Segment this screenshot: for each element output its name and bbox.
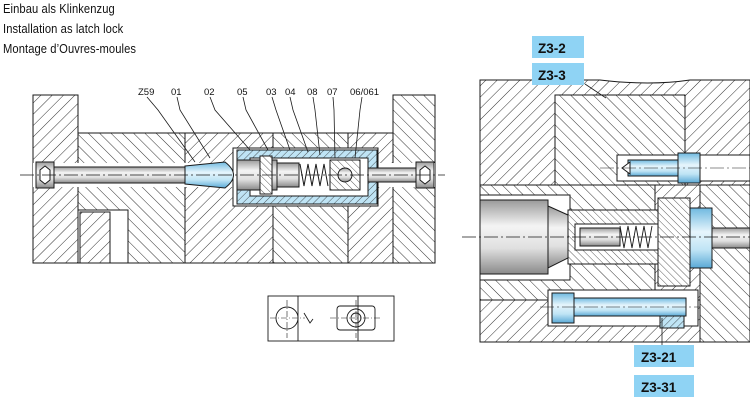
top-view-detail — [267, 295, 395, 342]
part-label-05: 05 — [237, 87, 248, 98]
badge-z3-2: Z3-2 — [538, 41, 566, 56]
part-label-04: 04 — [285, 87, 296, 98]
badge-z3-21: Z3-21 — [641, 350, 677, 365]
detail-section-view — [462, 79, 750, 345]
part-label-03: 03 — [266, 87, 277, 98]
part-label-z59: Z59 — [138, 87, 154, 98]
latch-block — [657, 197, 691, 287]
heading-de: Einbau als Klinkenzug — [3, 1, 115, 16]
part-label-06-061: 06/061 — [350, 87, 379, 98]
part-badges: Z3-2 Z3-3 Z3-21 Z3-31 — [532, 36, 694, 397]
heading-en: Installation as latch lock — [3, 21, 124, 36]
ejector-block — [79, 211, 111, 264]
badge-z3-31: Z3-31 — [641, 380, 677, 395]
badge-z3-21-bg — [634, 345, 694, 367]
part-label-02: 02 — [204, 87, 215, 98]
detail-spring — [619, 225, 653, 249]
badge-z3-3-bg — [532, 63, 584, 85]
part-label-01: 01 — [171, 87, 182, 98]
badge-z3-2-bg — [532, 36, 584, 58]
leader-lines — [146, 96, 363, 163]
part-label-08: 08 — [307, 87, 318, 98]
latch-blue-part — [689, 207, 713, 269]
badge-z3-31-bg — [634, 375, 694, 397]
latch-lock-section-view — [20, 94, 445, 264]
heading-fr: Montage d’Ouvres-moules — [3, 41, 137, 56]
bottom-screw-head — [551, 292, 575, 324]
part-labels: Z59 01 02 05 03 04 08 07 06/061 — [138, 87, 379, 98]
part-label-07: 07 — [327, 87, 338, 98]
badge-z3-3: Z3-3 — [538, 68, 566, 83]
